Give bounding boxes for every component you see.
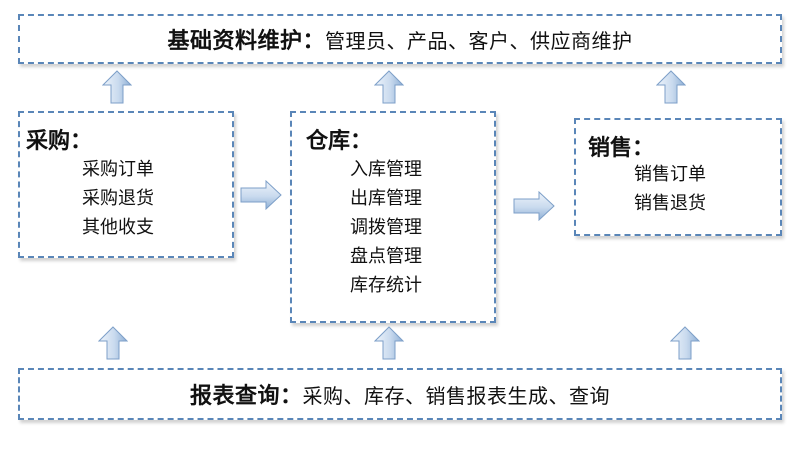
master-data-heading: 基础资料维护： (167, 29, 325, 54)
arrow-up-icon (102, 70, 132, 104)
report-query-detail: 采购、库存、销售报表生成、查询 (302, 383, 610, 408)
report-query-heading: 报表查询： (189, 384, 303, 409)
purchase-box: 采购： 采购订单 采购退货 其他收支 (18, 111, 234, 258)
list-item: 入库管理 (350, 159, 422, 180)
report-query-banner: 报表查询： 采购、库存、销售报表生成、查询 (18, 368, 782, 420)
sales-items: 销售订单 销售退货 (634, 160, 706, 218)
purchase-items: 采购订单 采购退货 其他收支 (82, 155, 154, 242)
arrow-up-icon (98, 326, 128, 360)
warehouse-items: 入库管理 出库管理 调拨管理 盘点管理 库存统计 (350, 155, 422, 300)
sales-box: 销售： 销售订单 销售退货 (574, 118, 782, 236)
master-data-detail: 管理员、产品、客户、供应商维护 (325, 28, 633, 53)
list-item: 采购退货 (82, 188, 154, 209)
list-item: 其他收支 (82, 217, 154, 238)
list-item: 库存统计 (350, 275, 422, 296)
sales-title: 销售： (588, 136, 655, 161)
arrow-up-icon (374, 326, 404, 360)
list-item: 采购订单 (82, 159, 154, 180)
warehouse-title: 仓库： (306, 129, 373, 154)
warehouse-box: 仓库： 入库管理 出库管理 调拨管理 盘点管理 库存统计 (290, 111, 496, 323)
master-data-banner: 基础资料维护： 管理员、产品、客户、供应商维护 (18, 14, 782, 64)
arrow-right-icon (240, 180, 282, 210)
arrow-up-icon (374, 70, 404, 104)
arrow-up-icon (670, 326, 700, 360)
arrow-up-icon (656, 70, 686, 104)
arrow-right-icon (513, 191, 555, 221)
list-item: 调拨管理 (350, 217, 422, 238)
list-item: 销售退货 (634, 193, 706, 214)
list-item: 出库管理 (350, 188, 422, 209)
list-item: 销售订单 (634, 164, 706, 185)
purchase-title: 采购： (26, 129, 93, 154)
list-item: 盘点管理 (350, 246, 422, 267)
